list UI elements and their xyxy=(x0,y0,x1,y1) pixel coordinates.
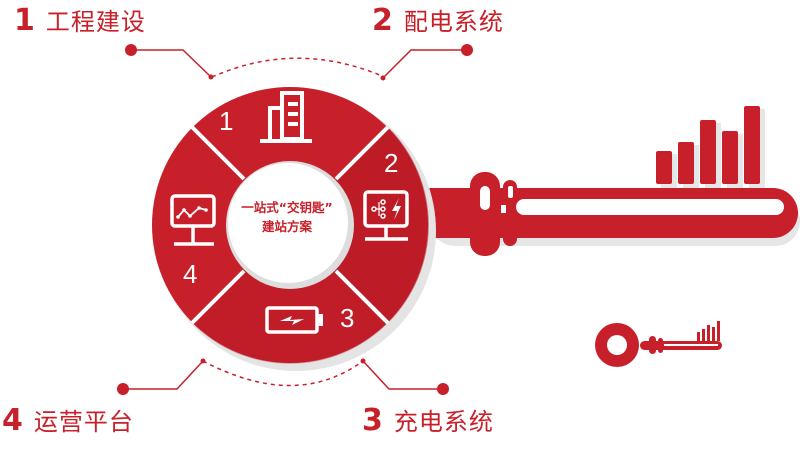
ring-wheel xyxy=(152,87,429,364)
step-label-3: 3 充电系统 xyxy=(362,402,494,438)
step-title: 运营平台 xyxy=(33,408,134,436)
monitor-line-chart-icon xyxy=(170,194,216,246)
center-title: 一站式“交钥匙” 建站方案 xyxy=(232,198,342,236)
monitor-distribution-lightning-icon xyxy=(363,190,409,241)
step-label-1: 1 工程建设 xyxy=(14,2,146,38)
step-title: 工程建设 xyxy=(45,8,146,36)
step-number: 3 xyxy=(362,403,383,438)
step-title: 充电系统 xyxy=(393,408,494,436)
step-number: 2 xyxy=(372,3,393,38)
connector-bottom xyxy=(117,358,449,395)
step-label-4: 4 运营平台 xyxy=(2,402,134,438)
center-title-line1: 一站式“交钥匙” xyxy=(241,200,333,215)
step-label-2: 2 配电系统 xyxy=(372,2,504,38)
building-icon xyxy=(260,91,312,143)
battery-charging-icon xyxy=(265,306,323,334)
segment-2-number: 2 xyxy=(384,148,399,178)
small-key-icon xyxy=(595,321,722,367)
segment-4-number: 4 xyxy=(183,259,198,289)
center-title-line2: 建站方案 xyxy=(261,219,312,234)
big-key-icon xyxy=(420,106,800,256)
step-title: 配电系统 xyxy=(403,8,504,36)
connector-top xyxy=(125,44,473,81)
segment-1-number: 1 xyxy=(219,106,234,136)
step-number: 1 xyxy=(14,3,35,38)
step-number: 4 xyxy=(2,403,23,438)
segment-3-number: 3 xyxy=(340,303,355,333)
